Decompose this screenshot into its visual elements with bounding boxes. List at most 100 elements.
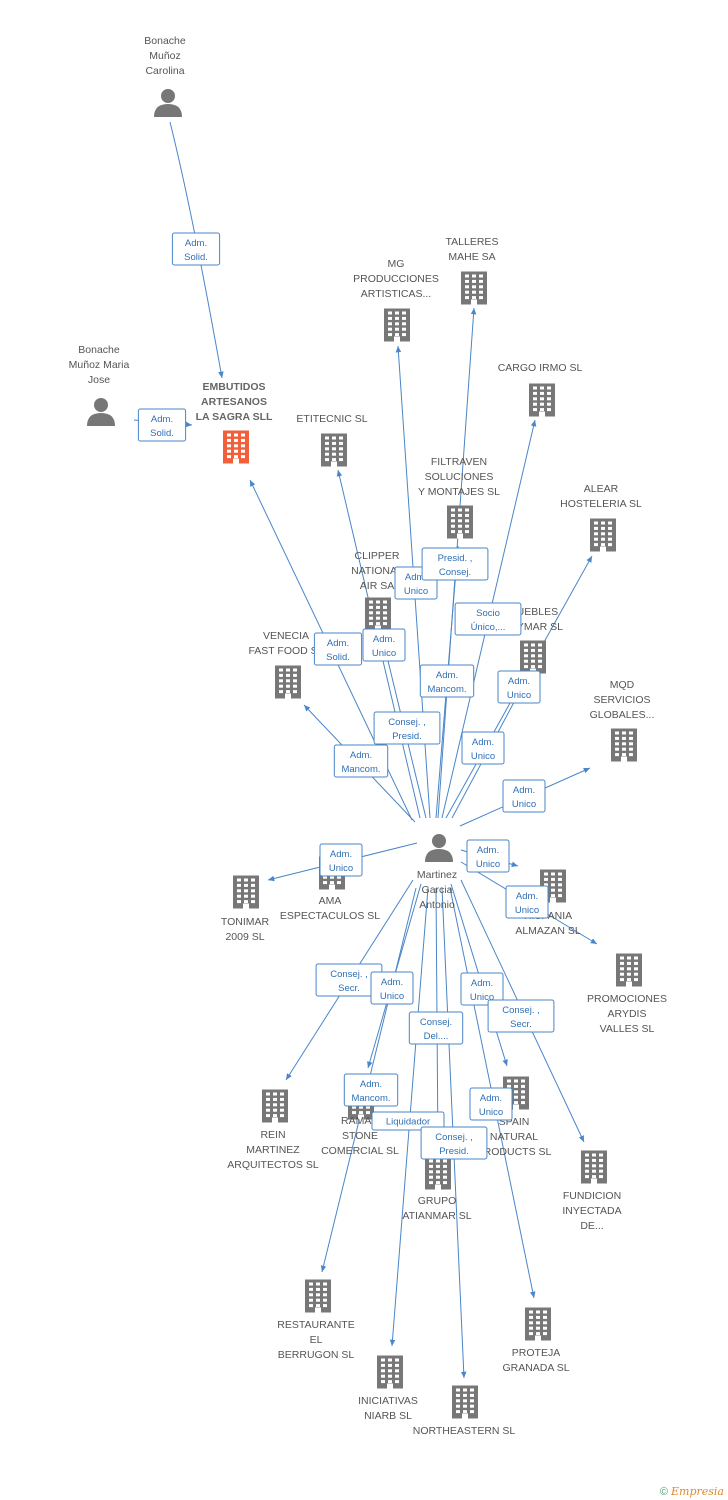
node-cargo[interactable]: CARGO IRMO SL (498, 362, 583, 417)
node-label-line: Muñoz (149, 50, 181, 62)
relation-label-line: Unico (471, 751, 495, 762)
relation-label-line: Del.... (424, 1031, 449, 1042)
node-mqd[interactable]: MQDSERVICIOSGLOBALES... (590, 679, 655, 762)
relation-label-r10[interactable]: Consej. ,Presid. (373, 711, 441, 745)
building-icon[interactable] (425, 1156, 451, 1190)
relation-label-r16[interactable]: Adm.Unico (505, 885, 549, 919)
relation-label-r12[interactable]: Adm.Mancom. (333, 744, 389, 778)
relation-label-r6[interactable]: Presid. ,Consej. (421, 547, 489, 581)
node-etitecnic[interactable]: ETITECNIC SL (296, 413, 368, 467)
relation-label-r14[interactable]: Adm.Unico (319, 843, 363, 877)
relation-label-r4[interactable]: Adm.Unico (362, 628, 406, 662)
node-mg[interactable]: MGPRODUCCIONESARTISTICAS... (353, 258, 439, 342)
relation-label-r19[interactable]: Adm.Unico (460, 972, 504, 1006)
relation-label-r23[interactable]: Consej. ,Presid. (420, 1126, 488, 1160)
node-label-line: MARTINEZ (246, 1144, 300, 1156)
node-label-line: RESTAURANTE (277, 1319, 354, 1331)
relation-label-r8[interactable]: SocioÚnico,... (454, 602, 522, 636)
relation-label-r20[interactable]: Consej. , Secr. (487, 999, 555, 1033)
relation-label-r9[interactable]: Adm.Unico (497, 670, 541, 704)
relation-label-r13[interactable]: Adm.Unico (502, 779, 546, 813)
building-icon[interactable] (384, 308, 410, 342)
relation-label-line: Unico (329, 863, 353, 874)
person-icon[interactable] (87, 398, 115, 426)
relation-label-r7[interactable]: Adm.Mancom. (419, 664, 475, 698)
node-label-line: TALLERES (446, 236, 499, 248)
relation-label-line: Unico (372, 648, 396, 659)
relation-label-line: Mancom. (351, 1093, 390, 1104)
relation-label-line: Adm. (436, 670, 458, 681)
copyright-symbol: © (659, 1486, 668, 1498)
relation-label-line: Presid. (392, 731, 422, 742)
building-icon[interactable] (377, 1355, 403, 1389)
relation-label-line: Consej. , (435, 1132, 473, 1143)
relation-label-r24[interactable]: Consej.Del.... (408, 1011, 464, 1045)
building-icon[interactable] (262, 1089, 288, 1123)
relation-label-line: Consej. , (502, 1005, 540, 1016)
relation-label-r3[interactable]: Adm.Solid. (313, 632, 363, 666)
node-label-line: MAHE SA (448, 251, 495, 263)
node-label-line: ATIANMAR SL (402, 1210, 471, 1222)
building-icon[interactable] (365, 597, 391, 631)
relation-label-line: Adm. (471, 978, 493, 989)
building-icon[interactable] (590, 518, 616, 552)
node-label-line: ALMAZAN SL (515, 925, 581, 937)
node-label-line: Bonache (144, 35, 186, 47)
building-icon[interactable] (520, 640, 546, 674)
relation-label-line: Secr. (338, 983, 360, 994)
node-fundicion[interactable]: FUNDICIONINYECTADADE... (562, 1150, 622, 1233)
relation-label-r15[interactable]: Adm.Unico (466, 839, 510, 873)
person-icon[interactable] (425, 834, 453, 862)
node-label-line: ALEAR (584, 483, 619, 495)
building-icon[interactable] (616, 953, 642, 987)
building-icon[interactable] (461, 271, 487, 305)
node-northeastern[interactable]: NORTHEASTERN SL (413, 1385, 516, 1438)
building-icon[interactable] (525, 1307, 551, 1341)
relation-label-line: Unico (512, 799, 536, 810)
relation-label-line: Adm. (360, 1079, 382, 1090)
node-label-line: FILTRAVEN (431, 456, 487, 468)
person-icon[interactable] (154, 89, 182, 117)
node-talleres[interactable]: TALLERES MAHE SA (446, 236, 499, 305)
building-icon[interactable] (305, 1279, 331, 1313)
relation-label-line: Secr. (510, 1019, 532, 1030)
relation-label-r18[interactable]: Adm.Unico (370, 971, 414, 1005)
relation-label-r1[interactable]: Adm.Solid. (171, 232, 221, 266)
relation-label-r2[interactable]: Adm.Solid. (137, 408, 187, 442)
relation-label-r22[interactable]: Liquidador (371, 1111, 445, 1131)
relation-label-r21[interactable]: Adm. Mancom. (343, 1073, 399, 1107)
relation-label-r11[interactable]: Adm.Unico (461, 731, 505, 765)
building-icon[interactable] (321, 433, 347, 467)
node-label-line: EL (310, 1334, 323, 1346)
relation-label-r25[interactable]: Adm.Unico (469, 1087, 513, 1121)
building-icon[interactable] (275, 665, 301, 699)
node-label-line: Muñoz Maria (69, 359, 130, 371)
node-label-line: Jose (88, 374, 110, 386)
building-icon[interactable] (223, 430, 249, 464)
building-icon[interactable] (581, 1150, 607, 1184)
building-icon[interactable] (452, 1385, 478, 1419)
relation-label-line: Unico (476, 859, 500, 870)
brand-logo-text[interactable]: Empresia (671, 1485, 724, 1498)
edge-bonache_c-to-embutidos (169, 121, 224, 379)
building-icon[interactable] (611, 728, 637, 762)
building-icon[interactable] (233, 875, 259, 909)
node-label-line: PROMOCIONES (587, 993, 667, 1005)
building-icon[interactable] (529, 383, 555, 417)
building-icon[interactable] (447, 505, 473, 539)
